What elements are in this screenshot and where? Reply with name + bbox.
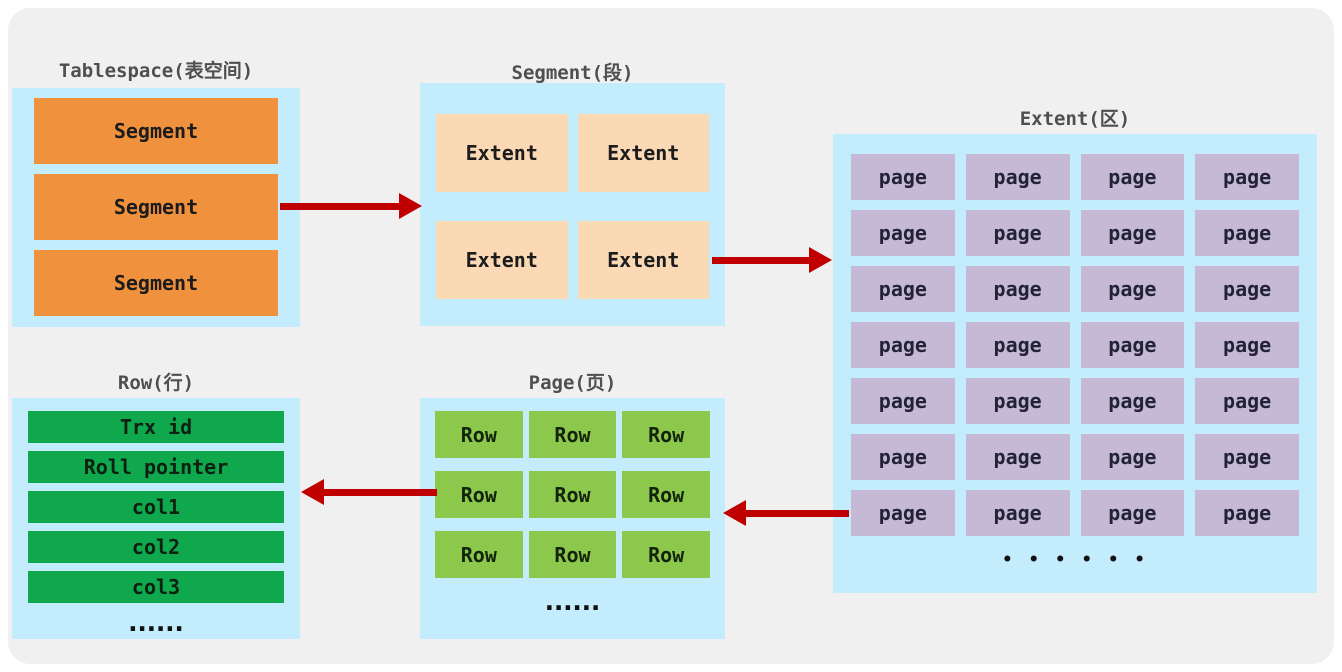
segment-bar: Segment <box>34 174 278 240</box>
page-cell: page <box>1080 378 1185 424</box>
row-field-bar: Trx id <box>28 411 284 443</box>
row-cell: Row <box>435 471 523 518</box>
row-field-bar: col1 <box>28 491 284 523</box>
ellipsis-dots: • • • • • • <box>1002 550 1148 570</box>
row-cell: Row <box>622 471 710 518</box>
arrow-segment-to-extent <box>712 247 832 273</box>
row-cell: Row <box>435 531 523 578</box>
page-cell: page <box>851 322 955 368</box>
page-cell: page <box>1195 154 1299 200</box>
arrow-head <box>809 247 832 273</box>
page-cell: page <box>851 434 955 480</box>
page-cell: page <box>1080 266 1185 312</box>
arrow-shaft <box>317 489 437 496</box>
page-cell: page <box>851 210 955 256</box>
page-cell: page <box>1080 210 1185 256</box>
page-cell: page <box>965 490 1070 536</box>
page-cell: page <box>1080 490 1185 536</box>
page-cell: page <box>1195 210 1299 256</box>
arrow-tablespace-to-segment <box>280 193 422 219</box>
page-cell: page <box>1195 266 1299 312</box>
row-field-list: Trx id Roll pointer col1 col2 col3 <box>28 411 284 603</box>
page-cell: page <box>965 434 1070 480</box>
page-cell: page <box>1195 490 1299 536</box>
page-cell: page <box>1195 378 1299 424</box>
segment-bar: Segment <box>34 98 278 164</box>
row-box: Trx id Roll pointer col1 col2 col3 ...... <box>12 398 300 639</box>
page-cell: page <box>965 210 1070 256</box>
page-cell: page <box>965 378 1070 424</box>
extent-cell: Extent <box>577 114 709 192</box>
segment-title: Segment(段) <box>511 62 634 84</box>
arrow-head <box>301 479 324 505</box>
row-cell: Row <box>622 531 710 578</box>
row-field-bar: col2 <box>28 531 284 563</box>
ellipsis-dots: ...... <box>541 586 604 617</box>
page-cell: page <box>1080 154 1185 200</box>
page-cell: page <box>851 266 955 312</box>
extent-cell: Extent <box>577 221 709 299</box>
page-title: Page(页) <box>528 372 617 394</box>
page-cell: page <box>851 490 955 536</box>
row-cell: Row <box>528 471 617 518</box>
arrow-shaft <box>712 257 816 264</box>
arrow-extent-to-page <box>723 500 849 526</box>
page-cell: page <box>1080 322 1185 368</box>
arrow-page-to-row <box>301 479 437 505</box>
arrow-head <box>723 500 746 526</box>
page-cell: page <box>851 154 955 200</box>
row-cell: Row <box>435 411 523 458</box>
arrow-head <box>399 193 422 219</box>
tablespace-title: Tablespace(表空间) <box>58 60 254 82</box>
page-cell: page <box>1195 322 1299 368</box>
extent-cell: Extent <box>436 114 568 192</box>
row-cell: Row <box>528 531 617 578</box>
segment-bar: Segment <box>34 250 278 316</box>
arrow-shaft <box>739 510 849 517</box>
row-title: Row(行) <box>117 372 195 394</box>
page-cell: page <box>965 266 1070 312</box>
extent-cell: Extent <box>436 221 568 299</box>
ellipsis-dots: ...... <box>124 607 188 638</box>
page-cell: page <box>1080 434 1185 480</box>
page-cell: page <box>965 322 1070 368</box>
page-cell: page <box>1195 434 1299 480</box>
arrow-shaft <box>280 203 406 210</box>
page-cell: page <box>965 154 1070 200</box>
row-field-bar: Roll pointer <box>28 451 284 483</box>
extent-title: Extent(区) <box>1019 108 1131 130</box>
row-cell: Row <box>622 411 710 458</box>
page-cell: page <box>851 378 955 424</box>
row-cell: Row <box>528 411 617 458</box>
row-field-bar: col3 <box>28 571 284 603</box>
